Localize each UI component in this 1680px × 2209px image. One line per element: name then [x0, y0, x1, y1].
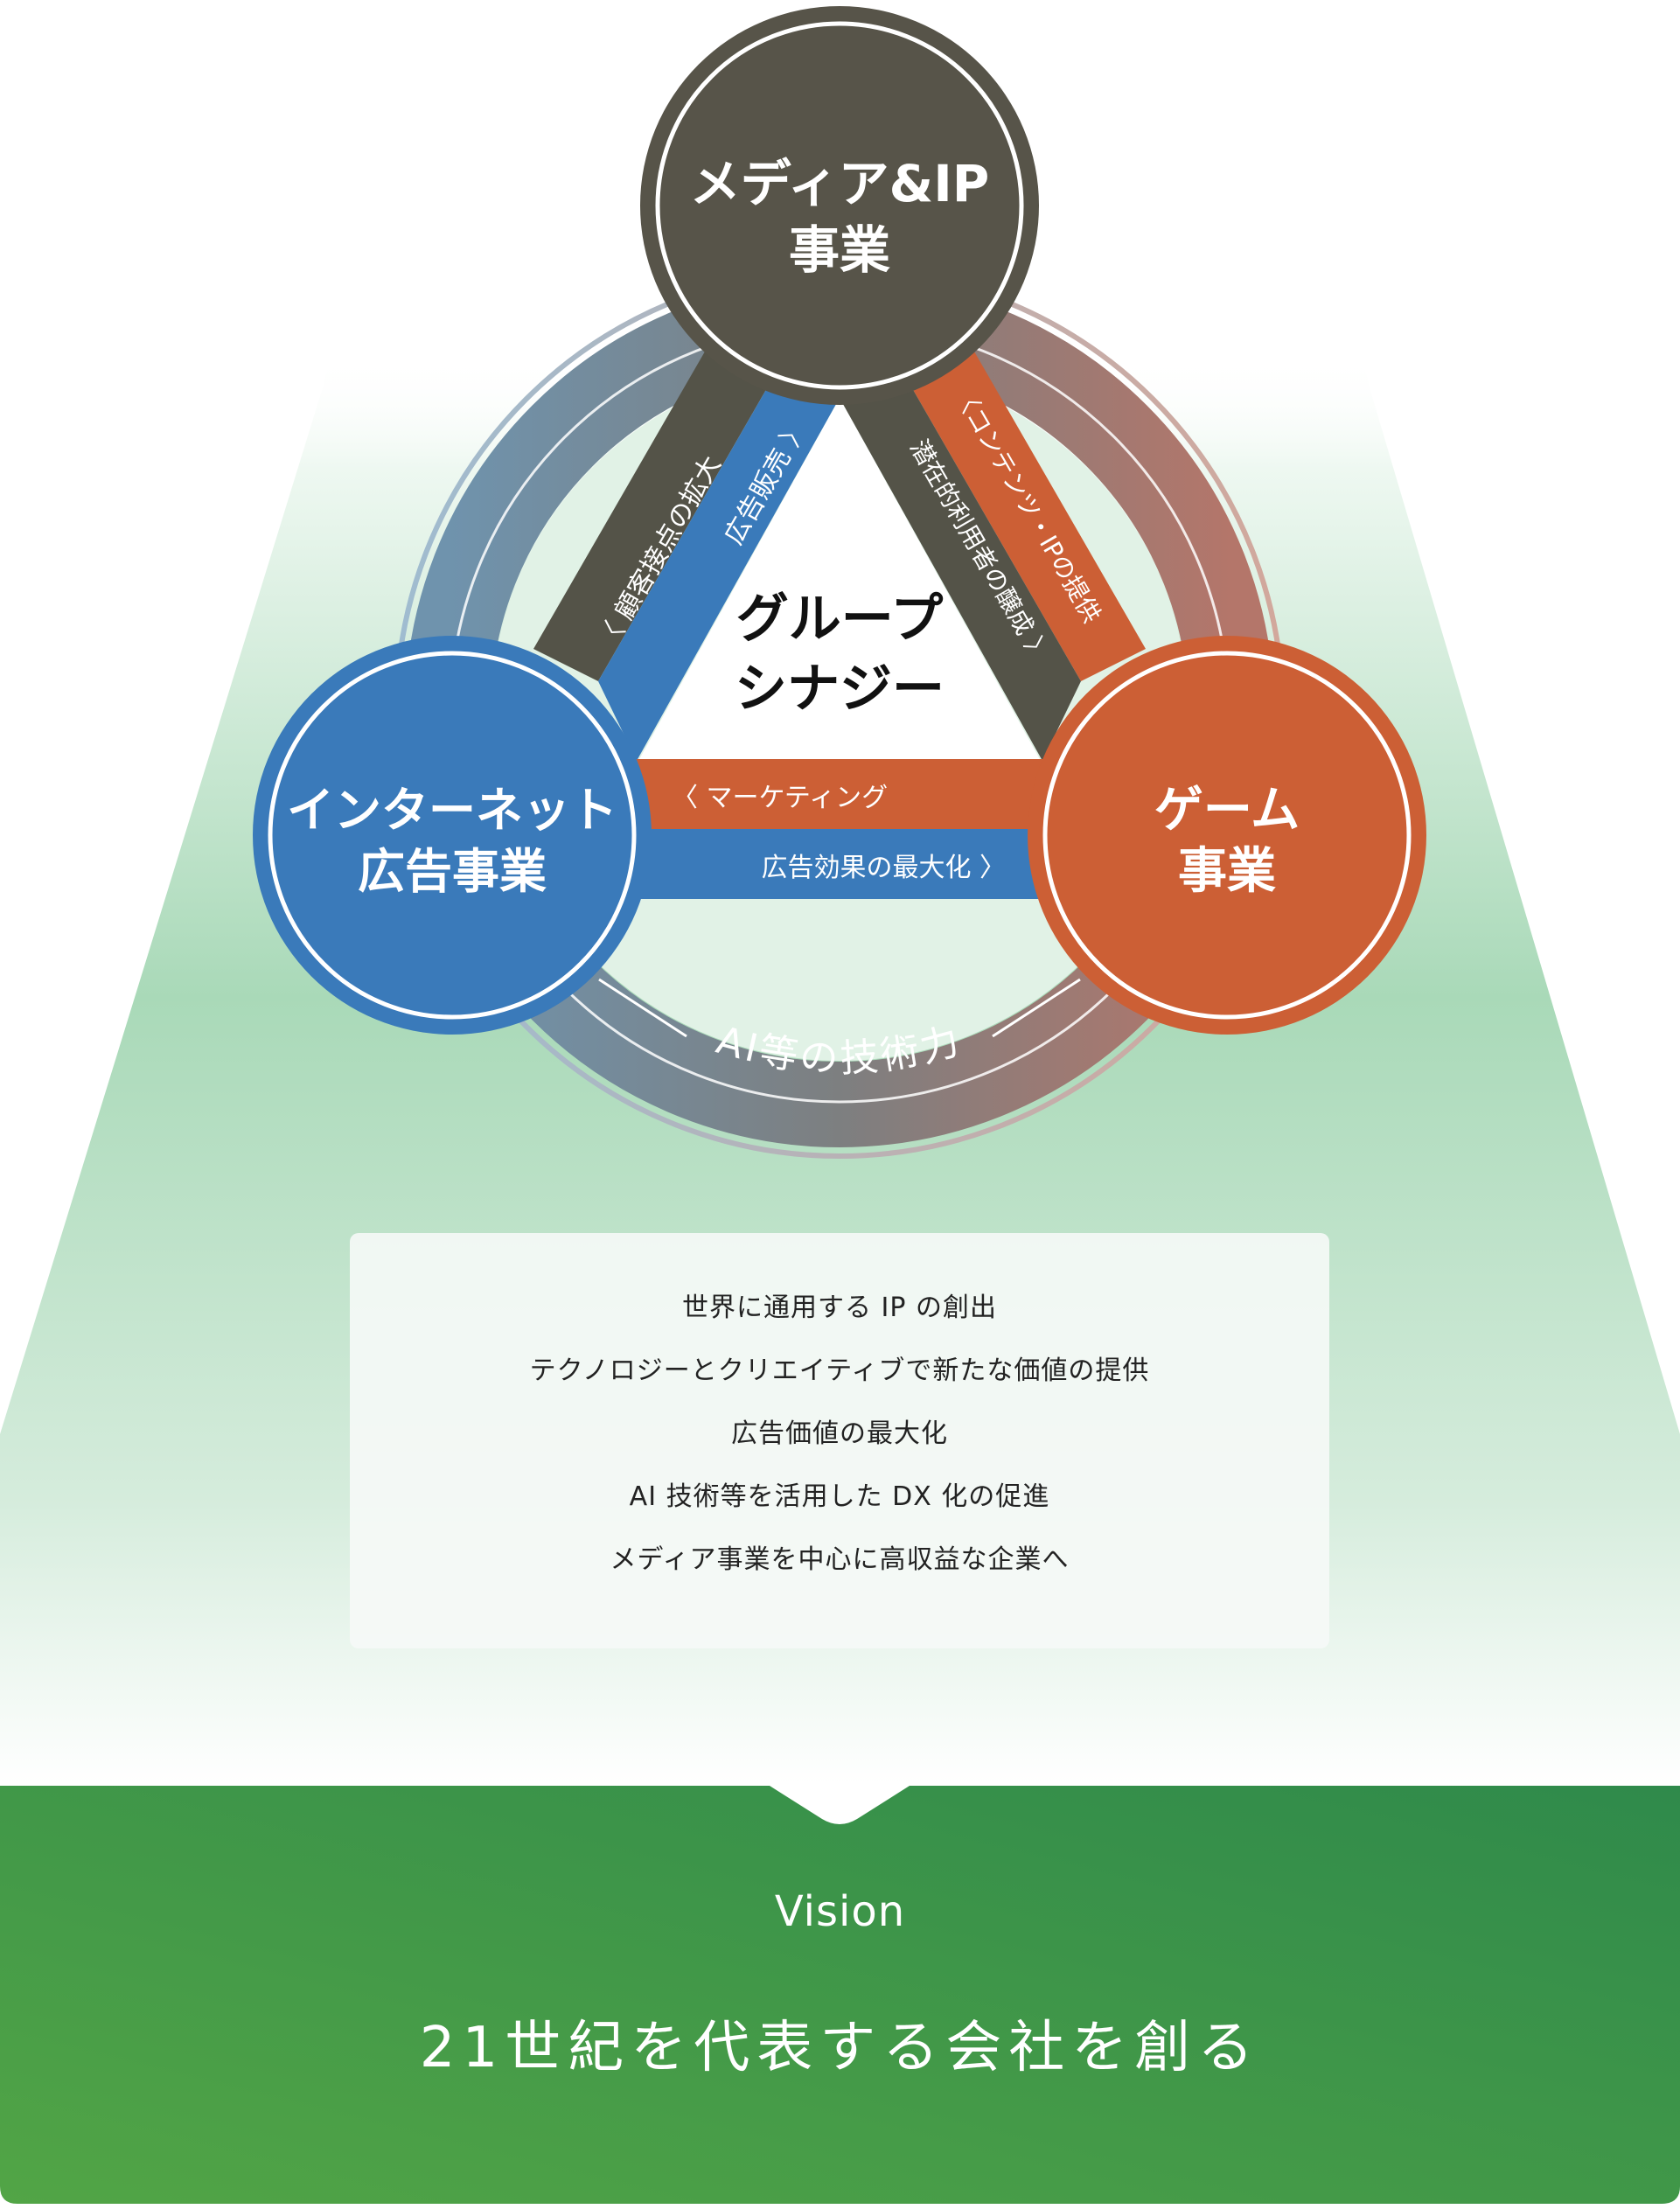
- node-internet-line2: 広告事業: [358, 844, 547, 899]
- center-triangle: [638, 398, 1041, 761]
- node-game: [1028, 636, 1426, 1035]
- band-ad-sales: [598, 376, 840, 761]
- node-media: [640, 6, 1039, 405]
- label-ad-effect: 広告効果の最大化 〉: [761, 853, 1006, 883]
- goal-item: 世界に通用する IP の創出: [681, 1293, 997, 1323]
- ring-label-line-right: [992, 978, 1081, 1038]
- node-game-line2: 事業: [1178, 843, 1276, 900]
- goal-item: AI 技術等を活用した DX 化の促進: [629, 1481, 1050, 1512]
- band-content-ip: [905, 345, 1146, 681]
- goals-list: 世界に通用する IP の創出 テクノロジーとクリエイティブで新たな価値の提供 広…: [350, 1277, 1329, 1592]
- band-ad-effect: [603, 829, 1076, 899]
- node-game-line1: ゲーム: [1154, 782, 1300, 839]
- vision-statement: 21世紀を代表する会社を創る: [419, 2016, 1261, 2080]
- goals-box: 世界に通用する IP の創出 テクノロジーとクリエイティブで新たな価値の提供 広…: [350, 1233, 1329, 1648]
- center-line1: グループ: [736, 589, 943, 650]
- node-media-line1: メディア&IP: [690, 154, 990, 213]
- node-internet-line1: インターネット: [287, 783, 617, 838]
- node-internet: [253, 636, 652, 1035]
- vision-label: Vision: [774, 1887, 906, 1936]
- goal-item: テクノロジーとクリエイティブで新たな価値の提供: [529, 1355, 1150, 1386]
- goal-item: メディア事業を中心に高収益な企業へ: [610, 1544, 1070, 1575]
- band-potential-users: [840, 376, 1081, 761]
- goal-item: 広告価値の最大化: [731, 1418, 948, 1449]
- ring-label-line-left: [598, 978, 687, 1038]
- band-marketing: [603, 759, 1076, 829]
- band-customer-expansion: [533, 345, 774, 681]
- center-line2: シナジー: [735, 659, 945, 720]
- vision-panel: [0, 1786, 1680, 2204]
- label-marketing: 〈 マーケティング: [672, 783, 888, 813]
- node-media-line2: 事業: [789, 220, 890, 280]
